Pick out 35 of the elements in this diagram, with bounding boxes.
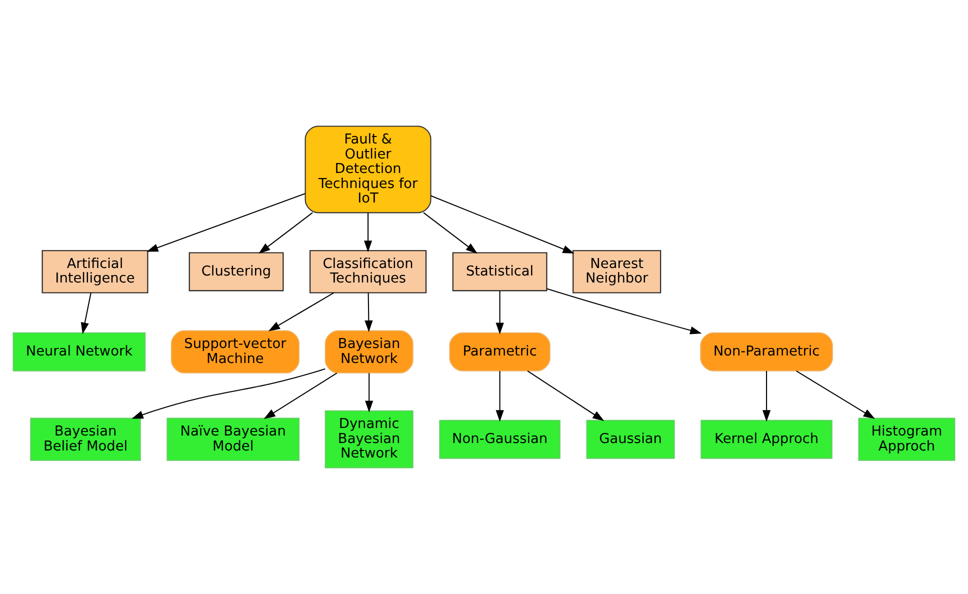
arrow bbox=[423, 212, 478, 254]
arrow bbox=[365, 373, 374, 412]
node-box: Bayesian Belief Model bbox=[30, 418, 141, 461]
arrow bbox=[132, 368, 326, 419]
node-box: Clustering bbox=[188, 252, 284, 292]
node-box: Dynamic Bayesian Network bbox=[324, 410, 414, 468]
node-box: Nearest Neighbor bbox=[572, 250, 662, 294]
node-box: Neural Network bbox=[12, 332, 146, 372]
node-box: Non-Gaussian bbox=[439, 420, 560, 459]
node-box: Histogram Approch bbox=[858, 418, 956, 461]
node-box: Fault & Outlier Detection Techniques for IoT bbox=[304, 126, 432, 214]
node-box: Statistical bbox=[452, 252, 548, 292]
arrow bbox=[364, 292, 373, 332]
node-box: Artificial Intelligence bbox=[42, 250, 148, 294]
arrow bbox=[546, 288, 702, 334]
node-box: Non-Parametric bbox=[700, 332, 833, 372]
node-box: Classification Techniques bbox=[310, 250, 427, 294]
arrow bbox=[258, 212, 313, 254]
arrow bbox=[796, 370, 875, 419]
node-box: Support-vector Machine bbox=[170, 330, 300, 374]
arrow bbox=[496, 290, 504, 334]
arrow bbox=[527, 370, 604, 422]
arrow bbox=[264, 372, 338, 420]
node-box: Kernel Approch bbox=[700, 420, 832, 459]
arrow bbox=[268, 292, 334, 332]
arrow bbox=[762, 370, 771, 422]
arrow bbox=[496, 370, 504, 422]
node-box: Naïve Bayesian Model bbox=[166, 418, 300, 461]
arrow bbox=[146, 193, 306, 252]
arrow bbox=[80, 292, 92, 334]
node-box: Gaussian bbox=[586, 420, 675, 459]
arrow bbox=[430, 195, 574, 254]
arrow bbox=[364, 212, 372, 252]
node-box: Bayesian Network bbox=[324, 330, 414, 374]
node-box: Parametric bbox=[449, 332, 550, 372]
